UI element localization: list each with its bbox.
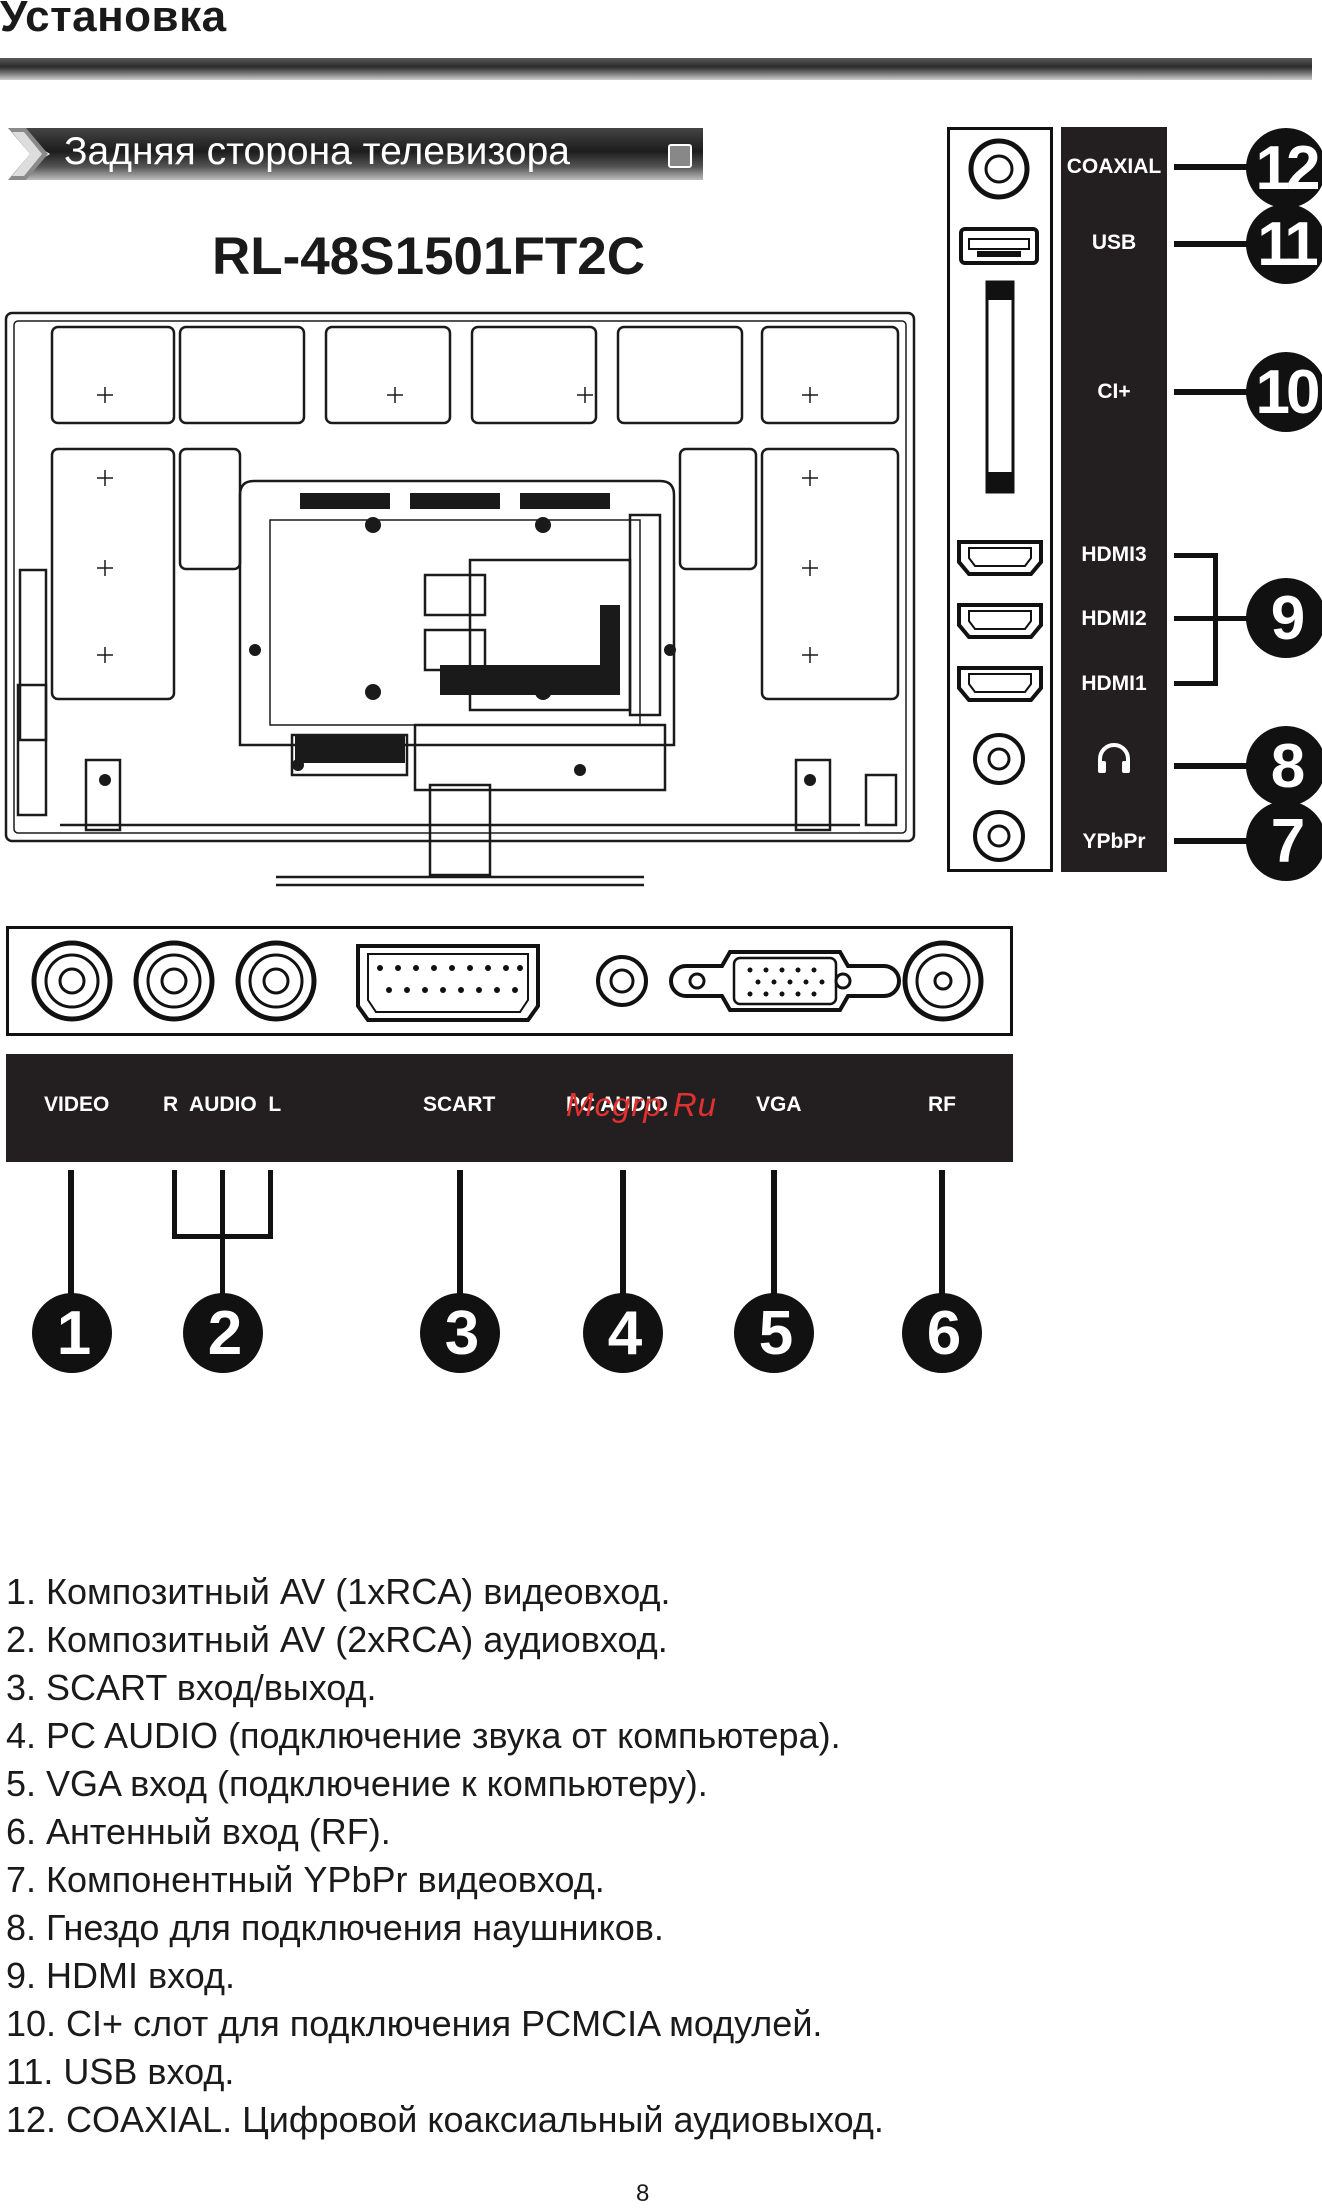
label-usb: USB bbox=[1091, 231, 1137, 254]
leader-line bbox=[1174, 681, 1218, 686]
callout-9: 9 bbox=[1246, 578, 1322, 658]
list-item: 11. USB вход. bbox=[6, 2051, 235, 2092]
label-scart: SCART bbox=[423, 1093, 496, 1116]
callout-1: 1 bbox=[32, 1293, 112, 1373]
leader-line bbox=[771, 1170, 777, 1310]
callout-11: 11 bbox=[1246, 204, 1322, 284]
label-hdmi3: HDMI3 bbox=[1081, 543, 1147, 566]
label-video: VIDEO bbox=[44, 1093, 110, 1116]
square-icon bbox=[668, 144, 692, 168]
list-item: 7. Компонентный YPbPr видеовход. bbox=[6, 1859, 605, 1900]
label-coaxial: COAXIAL bbox=[1066, 155, 1162, 178]
leader-line bbox=[68, 1170, 74, 1310]
callout-4: 4 bbox=[583, 1293, 663, 1373]
section-banner bbox=[8, 128, 703, 180]
list-item: 6. Антенный вход (RF). bbox=[6, 1811, 391, 1852]
page-title: Установка bbox=[0, 0, 227, 41]
title-rule bbox=[0, 58, 1312, 80]
list-item: 4. PC AUDIO (подключение звука от компью… bbox=[6, 1715, 841, 1756]
label-ypbpr: YPbPr bbox=[1082, 830, 1146, 853]
label-pc-audio: PC AUDIO bbox=[566, 1093, 668, 1116]
label-ci: CI+ bbox=[1097, 380, 1131, 403]
list-item: 2. Композитный AV (2xRCA) аудиовход. bbox=[6, 1619, 668, 1660]
arrow-icon bbox=[8, 128, 48, 180]
watermark: Mcgrp.Ru bbox=[566, 1086, 718, 1123]
callout-7: 7 bbox=[1246, 801, 1322, 881]
leader-line bbox=[1174, 164, 1250, 170]
callout-5: 5 bbox=[734, 1293, 814, 1373]
label-hdmi1: HDMI1 bbox=[1081, 672, 1147, 695]
leader-line bbox=[1174, 553, 1218, 558]
callout-2: 2 bbox=[183, 1293, 263, 1373]
model-name: RL-48S1501FT2C bbox=[212, 227, 646, 286]
list-item: 9. HDMI вход. bbox=[6, 1955, 235, 1996]
callout-12: 12 bbox=[1246, 128, 1322, 208]
list-item: 3. SCART вход/выход. bbox=[6, 1667, 377, 1708]
leader-line bbox=[1174, 241, 1250, 247]
bottom-label-bar bbox=[6, 1054, 1013, 1162]
leader-line bbox=[220, 1170, 225, 1310]
label-hdmi2: HDMI2 bbox=[1081, 607, 1147, 630]
list-item: 1. Композитный AV (1xRCA) видеовход. bbox=[6, 1571, 671, 1612]
leader-line bbox=[268, 1170, 273, 1238]
label-rf: RF bbox=[928, 1093, 956, 1116]
leader-bracket bbox=[1213, 553, 1218, 686]
page-number: 8 bbox=[636, 2180, 650, 2207]
label-audio: R AUDIO L bbox=[163, 1093, 282, 1116]
leader-line bbox=[1174, 616, 1250, 621]
leader-line bbox=[457, 1170, 463, 1310]
leader-line bbox=[1174, 389, 1250, 395]
leader-line bbox=[172, 1170, 177, 1238]
callout-6: 6 bbox=[902, 1293, 982, 1373]
section-title: Задняя сторона телевизора bbox=[64, 130, 570, 173]
bottom-connectors-illustration bbox=[31, 940, 984, 1022]
callout-3: 3 bbox=[420, 1293, 500, 1373]
tv-back-illustration bbox=[4, 311, 916, 887]
leader-line bbox=[1174, 763, 1250, 769]
callout-10: 10 bbox=[1246, 352, 1322, 432]
side-connectors-illustration bbox=[957, 138, 1043, 862]
leader-line bbox=[939, 1170, 945, 1310]
side-label-panel bbox=[1061, 127, 1167, 872]
headphones-icon bbox=[1098, 743, 1130, 773]
list-item: 8. Гнездо для подключения наушников. bbox=[6, 1907, 664, 1948]
leader-line bbox=[1174, 838, 1250, 844]
list-item: 5. VGA вход (подключение к компьютеру). bbox=[6, 1763, 708, 1804]
leader-line bbox=[620, 1170, 626, 1310]
list-item: 10. CI+ слот для подключения PCMCIA моду… bbox=[6, 2003, 823, 2044]
callout-8: 8 bbox=[1246, 726, 1322, 806]
connector-description-list: 1. Композитный AV (1xRCA) видеовход. 2. … bbox=[6, 1568, 884, 2144]
label-vga: VGA bbox=[756, 1093, 802, 1116]
list-item: 12. COAXIAL. Цифровой коаксиальный аудио… bbox=[6, 2099, 884, 2140]
